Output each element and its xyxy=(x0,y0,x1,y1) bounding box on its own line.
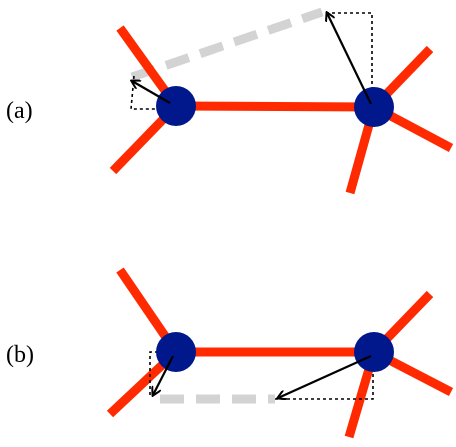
left-displacement-arrow-a xyxy=(132,81,171,104)
panel-b: (b) xyxy=(6,267,454,439)
right-projection-guide-a xyxy=(326,12,373,107)
displaced-bond-dashed-a xyxy=(130,7,324,82)
panel-label-a: (a) xyxy=(6,98,33,124)
right-displacement-arrow-b xyxy=(278,354,372,398)
left-atom-a xyxy=(156,86,196,126)
central-bond-a xyxy=(175,101,375,112)
right-atom-a xyxy=(354,87,394,127)
right-atom-b xyxy=(354,332,394,372)
panel-label-b: (b) xyxy=(6,342,34,368)
right-displacement-arrow-a xyxy=(327,13,372,105)
left-atom-b xyxy=(156,332,196,372)
left-displacement-arrow-b xyxy=(153,355,174,395)
panel-a: (a) xyxy=(6,7,454,195)
